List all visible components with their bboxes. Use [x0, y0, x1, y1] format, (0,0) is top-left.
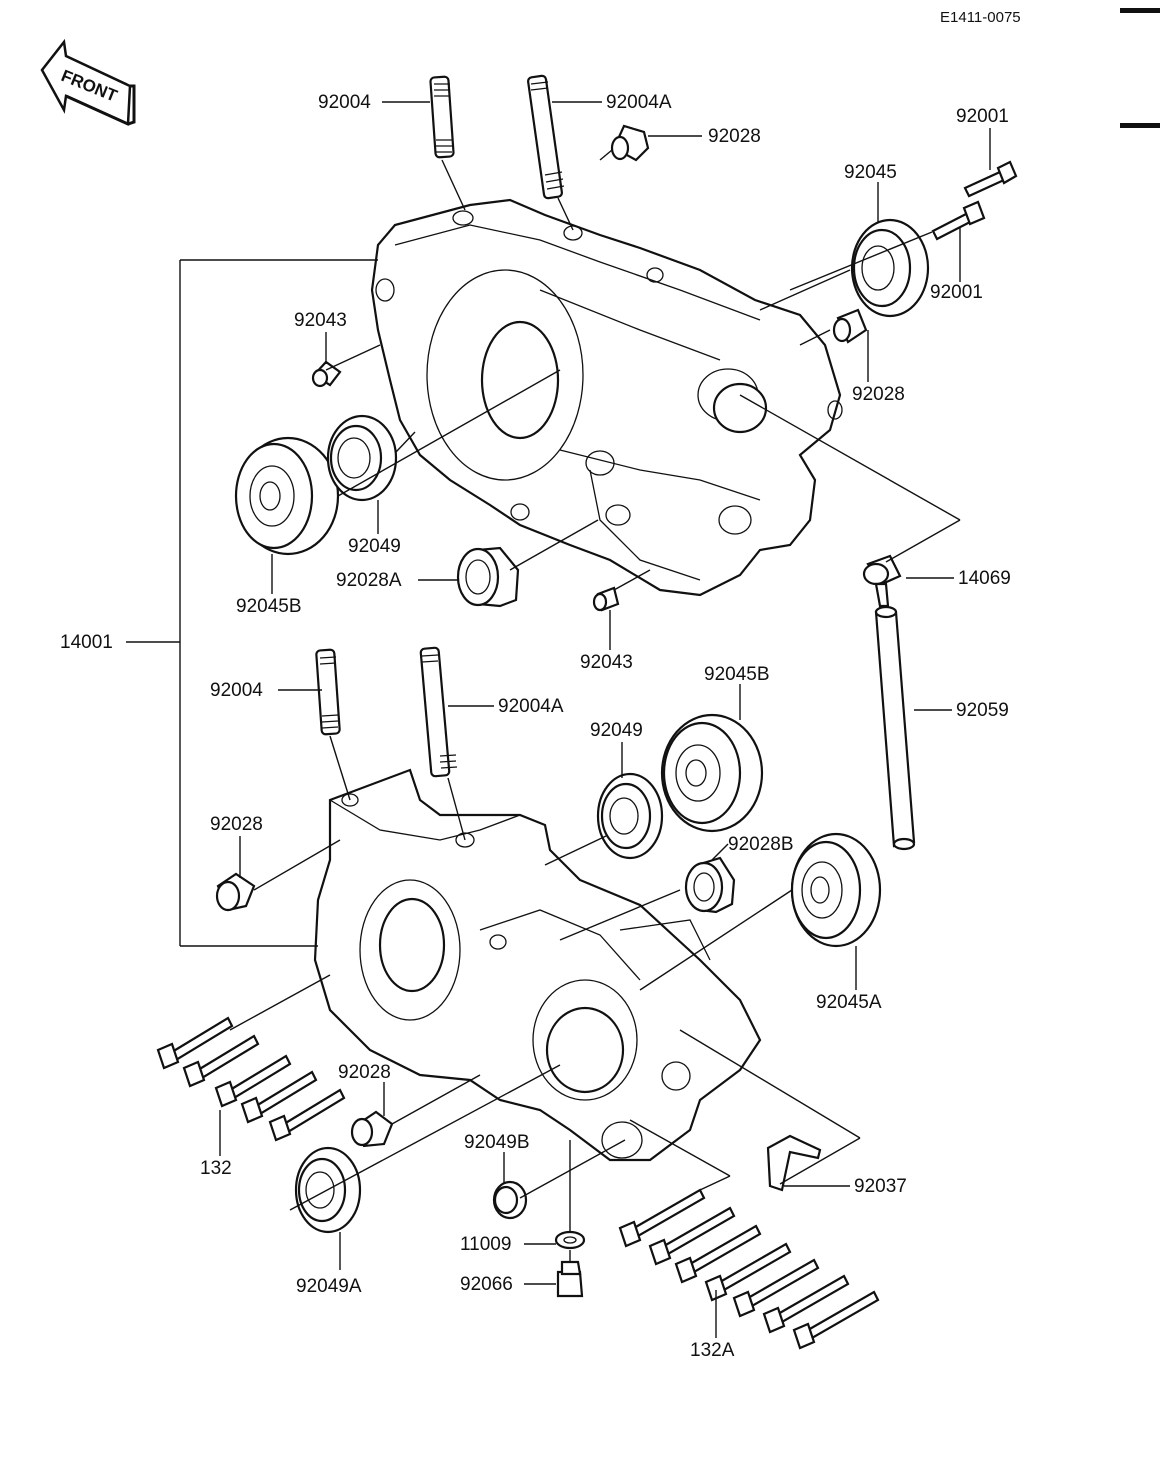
- clamp-92037: [766, 1134, 822, 1192]
- part-labels: 92004 92004A 92028 92001 92045 92001 920…: [60, 92, 1011, 1361]
- plug-92066: [556, 1260, 584, 1298]
- label-92043-left: 92043: [294, 310, 347, 331]
- label-92045: 92045: [844, 162, 897, 183]
- margin-mark-mid: [1120, 123, 1160, 128]
- label-92028-bottom: 92028: [338, 1062, 391, 1083]
- label-92049a: 92049A: [296, 1276, 362, 1297]
- label-92004a-top: 92004A: [606, 92, 672, 113]
- bolts-132a: [618, 1188, 880, 1350]
- label-92037: 92037: [854, 1176, 907, 1197]
- label-92028a: 92028A: [336, 570, 402, 591]
- stud-92004a-lower: [419, 646, 458, 778]
- upper-crankcase-half: [370, 198, 843, 597]
- label-92028-top: 92028: [708, 126, 761, 147]
- bearing-92045b-right: [660, 713, 764, 833]
- label-11009: 11009: [460, 1234, 511, 1255]
- collar-92028a: [456, 546, 520, 608]
- label-92001-mid: 92001: [930, 282, 983, 303]
- dowel-92043-left: [311, 360, 342, 388]
- dowel-92028-lower-left: [215, 872, 256, 912]
- label-14069: 14069: [958, 568, 1011, 589]
- leader-lines: [126, 101, 991, 1338]
- washer-11009: [554, 1230, 586, 1250]
- dowel-92028-top: [610, 124, 650, 162]
- dowel-92028-right: [832, 308, 868, 344]
- stud-92004a-top: [527, 74, 565, 200]
- label-92045b-right: 92045B: [704, 664, 770, 685]
- label-92004-lower: 92004: [210, 680, 263, 701]
- label-92004a-lower: 92004A: [498, 696, 564, 717]
- dowel-92028-bottom: [350, 1110, 394, 1148]
- bearing-92045a: [790, 832, 882, 948]
- margin-mark-top: [1120, 8, 1160, 13]
- stud-92004-lower: [315, 648, 341, 736]
- label-92043-mid: 92043: [580, 652, 633, 673]
- collar-92028b: [684, 856, 736, 914]
- fitting-14069: [862, 554, 902, 608]
- bolts-132: [156, 1016, 346, 1142]
- bolt-92001-upper: [963, 160, 1018, 198]
- stud-92004-top: [429, 75, 455, 159]
- label-14001: 14001: [60, 632, 113, 653]
- label-92028b: 92028B: [728, 834, 794, 855]
- label-92059: 92059: [956, 700, 1009, 721]
- label-92066: 92066: [460, 1274, 513, 1295]
- dowel-92043-mid: [592, 586, 620, 612]
- bearing-92045b-left: [234, 436, 340, 556]
- bearing-92045-top: [850, 218, 930, 318]
- label-92045a: 92045A: [816, 992, 882, 1013]
- label-92004-top: 92004: [318, 92, 371, 113]
- label-92001-top: 92001: [956, 106, 1009, 127]
- label-92049-lower: 92049: [590, 720, 643, 741]
- label-132a: 132A: [690, 1340, 735, 1361]
- seal-92049b: [492, 1180, 528, 1220]
- label-92028-lower-left: 92028: [210, 814, 263, 835]
- label-132: 132: [200, 1158, 232, 1179]
- lower-crankcase-half: [313, 768, 762, 1162]
- label-92049b: 92049B: [464, 1132, 530, 1153]
- label-92028-right: 92028: [852, 384, 905, 405]
- label-92049-top: 92049: [348, 536, 401, 557]
- drawing-code: E1411-0075: [940, 9, 1021, 26]
- front-arrow-icon: FRONT: [40, 38, 136, 126]
- label-92045b-left: 92045B: [236, 596, 302, 617]
- tube-92059: [874, 605, 916, 851]
- seal-92049-top: [326, 414, 398, 502]
- bolt-92001-lower: [931, 200, 986, 241]
- seal-92049-lower: [596, 772, 664, 860]
